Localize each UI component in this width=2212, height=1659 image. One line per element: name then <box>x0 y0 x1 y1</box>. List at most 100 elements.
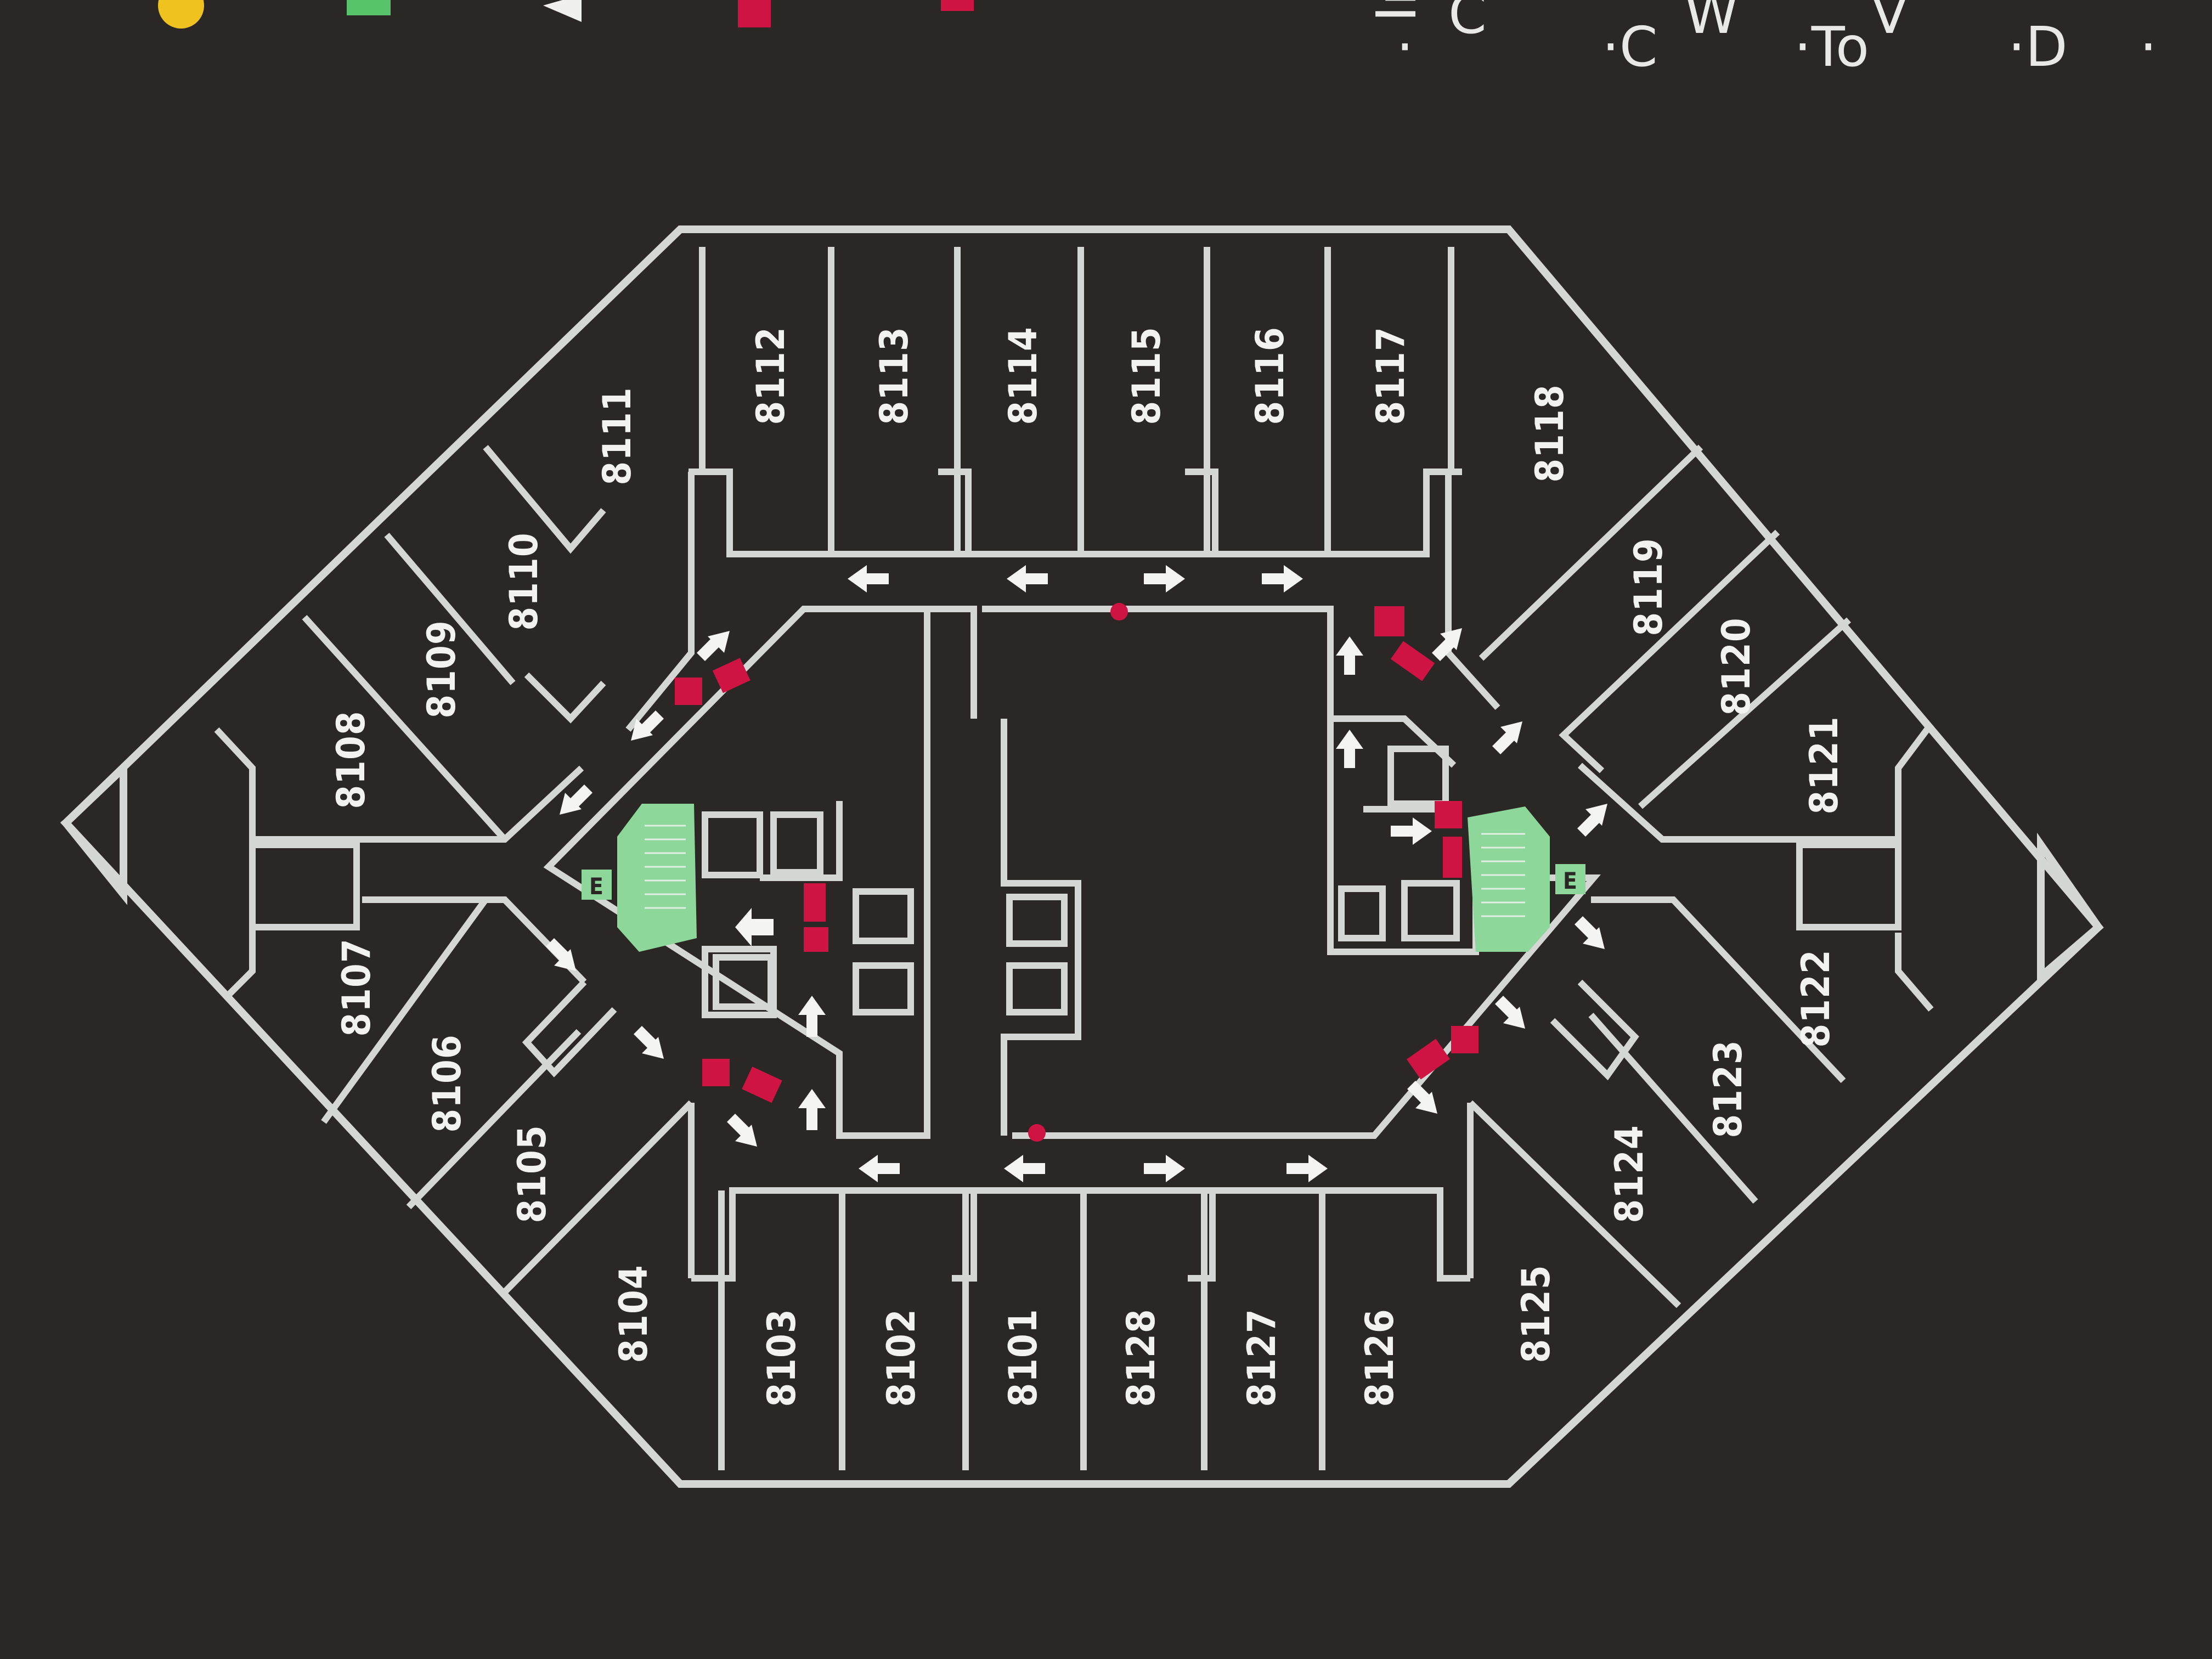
arrow-icon <box>1391 817 1432 845</box>
room-label-8117: 8117 <box>1368 326 1413 425</box>
room-label-8106: 8106 <box>425 1034 470 1132</box>
elevator-left-badge-icon <box>582 870 612 900</box>
room-label-8110: 8110 <box>501 532 546 630</box>
green-legend-swatch-icon <box>347 0 391 15</box>
evacuation-arrows <box>546 565 1607 1182</box>
room-label-8113: 8113 <box>872 326 917 425</box>
arrow-icon <box>1495 996 1525 1029</box>
elevator-right-shaft <box>1468 806 1550 952</box>
arrow-icon <box>1492 721 1522 754</box>
arrow-icon <box>798 1089 826 1130</box>
fire-alarm-icon <box>1451 1026 1479 1053</box>
room-label-8127: 8127 <box>1239 1308 1284 1407</box>
room-label-8118: 8118 <box>1527 384 1572 482</box>
arrow-icon <box>859 1155 900 1182</box>
legend-fragment-6: ·To <box>1794 15 1869 79</box>
room-label-8122: 8122 <box>1793 949 1838 1047</box>
right-notch <box>2037 832 2104 985</box>
arrow-icon <box>848 565 889 592</box>
room-label-8107: 8107 <box>334 938 379 1036</box>
arrow-icon <box>1407 1081 1437 1114</box>
arrow-icon <box>1336 636 1363 675</box>
room-label-8102: 8102 <box>879 1308 924 1407</box>
room-label-8119: 8119 <box>1626 538 1671 636</box>
fire-alarm-icon <box>675 678 702 705</box>
fire-alarm-icon <box>1435 801 1462 828</box>
arrow-icon <box>1007 565 1048 592</box>
elevator-right: E <box>1468 806 1585 952</box>
red-dot-icon <box>1028 1124 1046 1142</box>
arrow-icon <box>631 710 664 741</box>
room-label-8125: 8125 <box>1514 1265 1559 1363</box>
legend-strip: In C · ·C W ·To V ·D · <box>158 0 2157 79</box>
top-room-partitions <box>689 247 1462 557</box>
room-label-8120: 8120 <box>1714 617 1759 715</box>
elevator-left: E <box>582 804 697 952</box>
fire-extinguisher-icon <box>712 658 751 693</box>
room-label-8114: 8114 <box>1001 326 1046 425</box>
arrow-icon <box>727 1114 757 1147</box>
arrow-icon <box>546 938 576 971</box>
bottom-room-partitions <box>691 1187 1470 1470</box>
arrow-icon <box>1577 804 1607 837</box>
safety-markers <box>675 603 1479 1142</box>
room-label-8115: 8115 <box>1124 326 1169 425</box>
arrow-icon <box>1432 628 1462 661</box>
legend-fragment-2: C <box>1448 0 1487 46</box>
arrow-icon <box>634 1026 664 1059</box>
white-legend-diamond-icon <box>543 0 582 22</box>
elevator-right-label: E <box>1563 867 1577 894</box>
room-label-8124: 8124 <box>1607 1125 1652 1223</box>
arrow-icon <box>1575 916 1605 949</box>
arrow-icon <box>735 908 774 946</box>
inner-core-center <box>924 606 1081 1136</box>
legend-fragment-3: · <box>1396 15 1414 79</box>
room-label-8101: 8101 <box>1001 1308 1046 1407</box>
fire-extinguisher-icon <box>1390 641 1435 681</box>
arrow-icon <box>798 996 826 1037</box>
arrow-icon <box>1336 730 1363 768</box>
fire-alarm-icon <box>702 1059 730 1086</box>
room-label-8121: 8121 <box>1802 716 1847 814</box>
legend-fragment-7: V <box>1871 0 1908 46</box>
arrow-icon <box>1144 1155 1185 1182</box>
room-label-8105: 8105 <box>510 1125 555 1223</box>
room-label-8112: 8112 <box>748 326 793 425</box>
left-notch <box>60 759 127 905</box>
elevator-left-label: E <box>589 873 603 900</box>
fire-alarm-icon <box>1374 606 1404 636</box>
arrow-icon <box>1262 565 1303 592</box>
room-label-8128: 8128 <box>1119 1308 1164 1407</box>
legend-fragment-4: ·C <box>1602 15 1658 79</box>
fire-extinguisher-icon <box>804 883 826 922</box>
arrow-icon <box>1004 1155 1045 1182</box>
room-label-8111: 8111 <box>595 387 640 485</box>
arrow-icon <box>1144 565 1185 592</box>
yellow-legend-dot-icon <box>158 0 204 29</box>
legend-fragment-9: · <box>2140 15 2157 79</box>
fire-extinguisher-icon <box>1443 837 1462 878</box>
fire-extinguisher-icon <box>742 1066 782 1103</box>
building-outline <box>60 225 2104 1488</box>
room-label-8108: 8108 <box>329 710 374 809</box>
legend-fragment-1: In <box>1364 0 1429 22</box>
room-label-8103: 8103 <box>759 1308 804 1407</box>
arrow-icon <box>560 785 592 815</box>
fire-extinguisher-icon <box>1406 1039 1451 1080</box>
legend-fragment-8: ·D <box>2008 15 2068 79</box>
elevator-left-shaft <box>617 804 697 952</box>
legend-fragment-5: W <box>1684 0 1739 46</box>
red-legend-extinguisher-icon <box>738 0 771 27</box>
room-label-8123: 8123 <box>1706 1040 1751 1138</box>
room-label-8104: 8104 <box>611 1265 656 1363</box>
arrow-icon <box>697 631 730 661</box>
red-legend-alarm-icon <box>941 0 974 11</box>
elevator-right-badge-icon <box>1555 864 1585 894</box>
fire-alarm-icon <box>804 927 828 952</box>
room-label-8116: 8116 <box>1248 326 1293 425</box>
room-label-8109: 8109 <box>419 620 464 718</box>
room-label-8126: 8126 <box>1357 1308 1402 1407</box>
room-labels: 8101 8102 8103 8104 8105 8106 8107 8108 8109 8110… <box>329 326 1847 1407</box>
